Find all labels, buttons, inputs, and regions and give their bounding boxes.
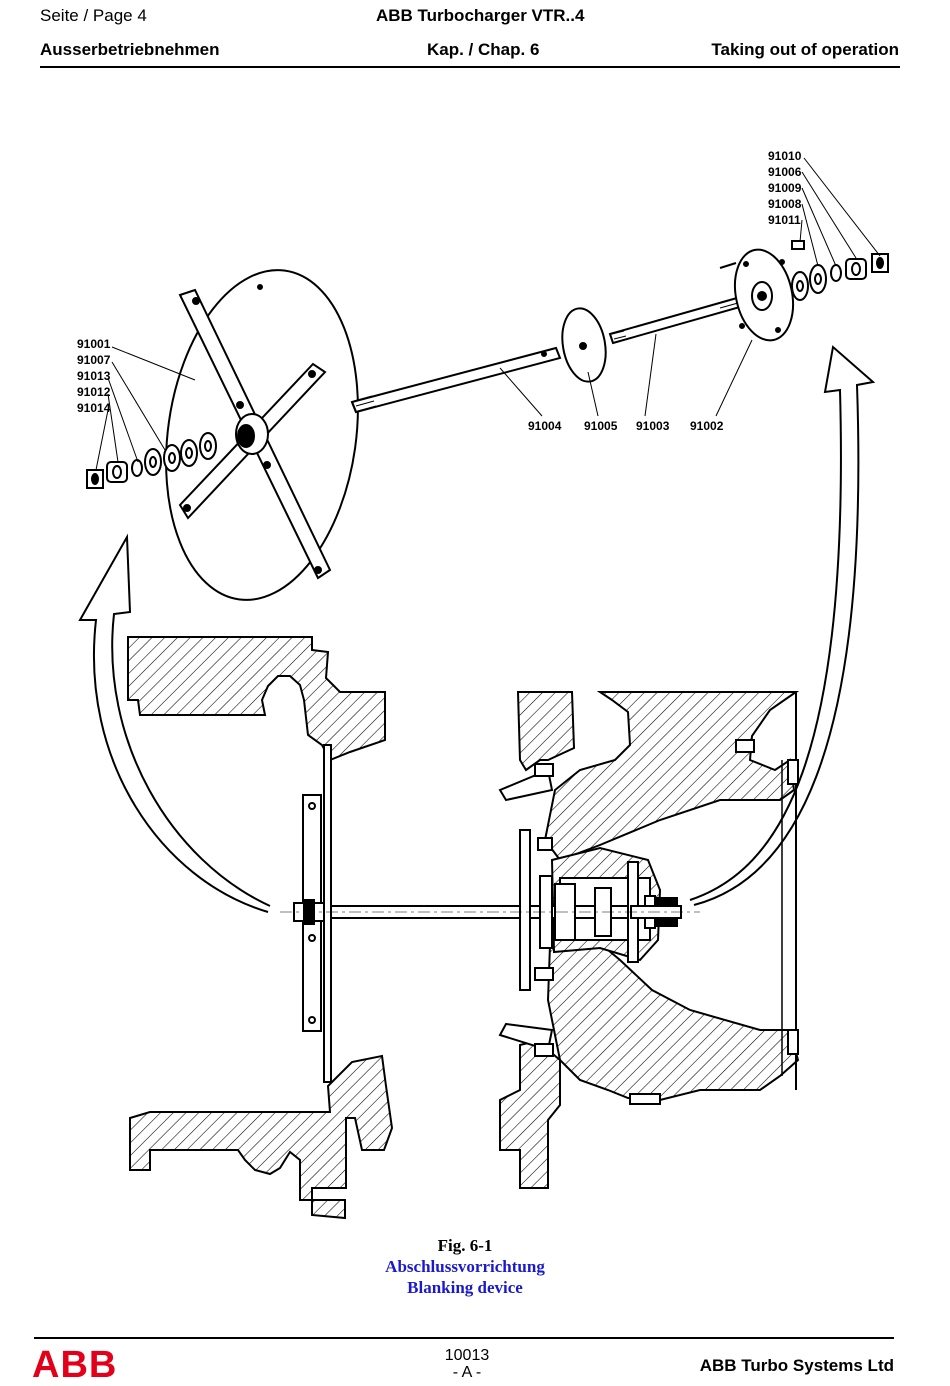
- section-title-en: Taking out of operation: [711, 40, 899, 59]
- figure-number: Fig. 6-1: [437, 1236, 493, 1255]
- curved-arrows: [78, 345, 876, 913]
- document-number: 10013: [444, 1347, 490, 1364]
- header-rule: [40, 66, 900, 68]
- part-label: 91005: [584, 419, 618, 433]
- part-label: 91006: [768, 165, 802, 179]
- right-washer-stack: [791, 240, 889, 301]
- chapter-label: Kap. / Chap. 6: [427, 40, 540, 59]
- part-label: 91010: [768, 149, 802, 163]
- part-label: 91008: [768, 197, 802, 211]
- flange-91002: [719, 248, 795, 342]
- part-label: 91004: [528, 419, 562, 433]
- part-label: 91009: [768, 181, 802, 195]
- part-label: 91013: [77, 369, 111, 383]
- leader-lines: [95, 157, 881, 471]
- abb-logo: ABB: [32, 1344, 118, 1386]
- revision-label: - A -: [452, 1364, 482, 1381]
- part-label: 91002: [690, 419, 724, 433]
- rod-91003: [608, 296, 742, 345]
- part-label: 91007: [77, 353, 111, 367]
- disc-91005: [561, 307, 607, 383]
- shaft-91004: [350, 346, 562, 414]
- part-label: 91011: [768, 213, 801, 227]
- part-label: 91001: [77, 337, 111, 351]
- document-title: ABB Turbocharger VTR..4: [376, 6, 585, 25]
- turbocharger-section: [127, 636, 800, 1220]
- figure-caption-en: Blanking device: [407, 1278, 523, 1297]
- figure-caption-de: Abschlussvorrichtung: [385, 1257, 545, 1276]
- left-washer-stack: [86, 432, 217, 489]
- page-number: Seite / Page 4: [40, 6, 147, 25]
- section-title-de: Ausserbetriebnehmen: [40, 40, 220, 59]
- part-label: 91012: [77, 385, 111, 399]
- blanking-disc: [165, 269, 359, 601]
- part-label: 91003: [636, 419, 670, 433]
- part-labels: 91001 91007 91013 91012 91014 91010 9100…: [77, 149, 802, 433]
- company-name: ABB Turbo Systems Ltd: [699, 1356, 894, 1375]
- part-label: 91014: [77, 401, 111, 415]
- footer-rule: [34, 1337, 894, 1339]
- blanking-device-drawing: 91001 91007 91013 91012 91014 91010 9100…: [77, 149, 889, 1220]
